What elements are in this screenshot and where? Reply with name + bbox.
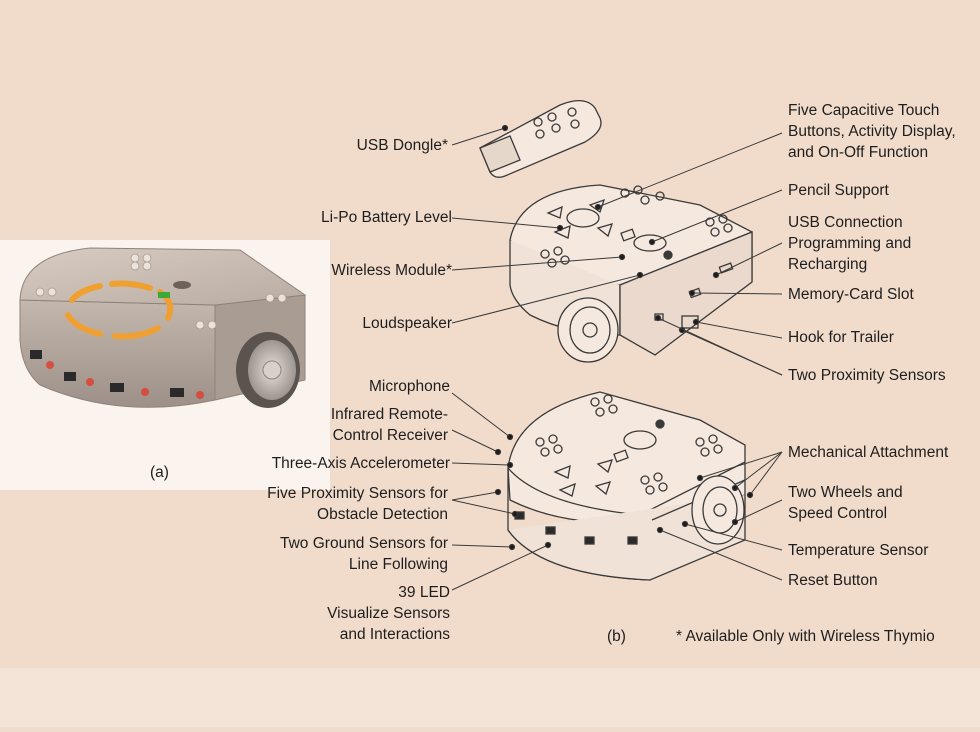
- footnote: * Available Only with Wireless Thymio: [676, 628, 935, 645]
- label-ground-sensors-line2: Line Following: [348, 556, 448, 573]
- label-led-line1: 39 LED: [398, 584, 450, 601]
- photo-top-buttons: [35, 253, 287, 330]
- label-touch-buttons-line1: Five Capacitive Touch: [788, 102, 940, 119]
- label-mechanical: Mechanical Attachment: [788, 444, 949, 461]
- label-infrared: Infrared Remote- Control Receiver: [331, 404, 448, 446]
- label-led-line2: Visualize Sensors: [327, 605, 450, 622]
- label-led-line3: and Interactions: [339, 626, 450, 643]
- label-infrared-line1: Infrared Remote-: [330, 406, 448, 423]
- label-accelerometer: Three-Axis Accelerometer: [271, 455, 450, 472]
- label-led: 39 LED Visualize Sensors and Interaction…: [327, 582, 450, 645]
- bottom-band: [0, 668, 980, 727]
- label-wheels: Two Wheels and Speed Control: [788, 482, 903, 524]
- label-touch-buttons: Five Capacitive Touch Buttons, Activity …: [788, 100, 956, 163]
- label-pencil-support: Pencil Support: [788, 182, 889, 199]
- label-touch-buttons-line3: and On-Off Function: [788, 144, 929, 161]
- label-loudspeaker: Loudspeaker: [362, 315, 452, 332]
- thymio-photo: [0, 240, 330, 490]
- label-hook-trailer: Hook for Trailer: [788, 329, 894, 346]
- label-reset: Reset Button: [788, 572, 878, 589]
- label-usb-connection-line1: USB Connection: [788, 214, 903, 231]
- label-usb-connection-line2: Programming and: [788, 235, 912, 252]
- label-usb-dongle: USB Dongle*: [356, 137, 448, 154]
- robot-bottom-drawing: [507, 391, 746, 581]
- label-five-prox-line2: Obstacle Detection: [317, 506, 448, 523]
- photo-pencil-hole: [173, 281, 191, 289]
- photo-front-sensors: [30, 350, 204, 399]
- label-touch-buttons-line2: Buttons, Activity Display,: [788, 123, 956, 140]
- label-two-prox: Two Proximity Sensors: [788, 367, 946, 384]
- label-usb-connection-line3: Recharging: [788, 256, 868, 273]
- label-ground-sensors-line1: Two Ground Sensors for: [280, 535, 448, 552]
- caption-a: (a): [150, 464, 169, 481]
- caption-b: (b): [607, 628, 626, 645]
- label-wheels-line1: Two Wheels and: [788, 484, 903, 501]
- label-temperature: Temperature Sensor: [788, 542, 929, 559]
- label-ground-sensors: Two Ground Sensors for Line Following: [280, 533, 448, 575]
- label-five-prox: Five Proximity Sensors for Obstacle Dete…: [267, 483, 448, 525]
- photo-battery-led: [158, 292, 170, 298]
- label-memory-card: Memory-Card Slot: [788, 286, 914, 303]
- label-lipo-battery: Li-Po Battery Level: [321, 209, 452, 226]
- leader-lines: [451, 124, 783, 591]
- label-usb-connection: USB Connection Programming and Rechargin…: [788, 212, 911, 275]
- label-wheels-line2: Speed Control: [788, 505, 888, 522]
- robot-top-drawing: [479, 100, 753, 363]
- label-infrared-line2: Control Receiver: [332, 427, 448, 444]
- label-five-prox-line1: Five Proximity Sensors for: [267, 485, 448, 502]
- label-wireless-module: Wireless Module*: [331, 262, 452, 279]
- label-microphone: Microphone: [369, 378, 450, 395]
- usb-dongle-drawing: [479, 100, 602, 178]
